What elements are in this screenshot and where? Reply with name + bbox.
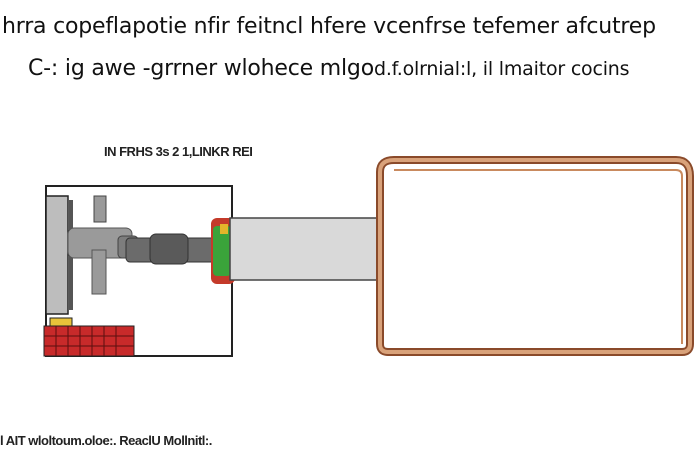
- base-red-grid: [43, 325, 135, 357]
- shaft-coupling: [149, 233, 189, 265]
- footer-note: l AIT wloltoum.oloe:. ReaclU Mollnitl:.: [0, 433, 212, 448]
- header-line-2-main: C-: ig awe -grrner wlohece mlgo: [28, 56, 374, 81]
- seal-ring: [211, 218, 235, 284]
- wall-plate: [45, 195, 69, 315]
- diagram-label: IN FRHS 3s 2 1,LINKR REI: [104, 144, 253, 159]
- copper-frame: [376, 156, 694, 356]
- header-line-2: C-: ig awe -grrner wlohece mlgod.f.olrni…: [28, 56, 630, 81]
- header-line-2-tail: d.f.olrnial:l, il lmaitor cocins: [373, 58, 630, 80]
- header-line-1: hrra copeflapotie nfir feitncl hfere vce…: [2, 14, 656, 39]
